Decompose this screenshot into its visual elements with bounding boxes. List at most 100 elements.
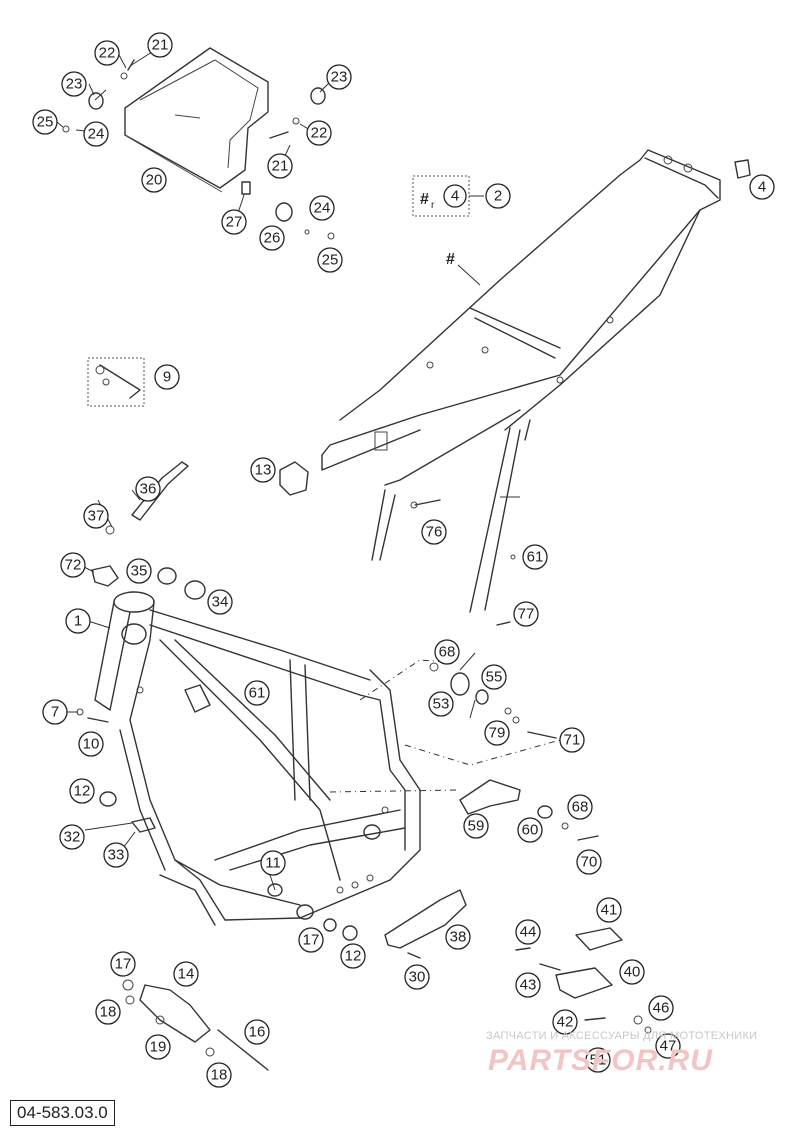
callout-7: 7 (42, 699, 68, 725)
callout-44: 44 (515, 919, 541, 945)
callout-30: 30 (404, 964, 430, 990)
callout-55: 55 (481, 664, 507, 690)
svg-text:46: 46 (653, 1000, 670, 1017)
callout-77: 77 (513, 601, 539, 627)
svg-text:68: 68 (439, 644, 456, 661)
callout-18-upper: 18 (95, 999, 121, 1025)
callout-4-set-box: 4 (443, 184, 467, 208)
svg-text:41: 41 (601, 902, 618, 919)
callout-25-top-left: 25 (32, 109, 58, 135)
svg-text:23: 23 (66, 76, 83, 93)
callout-36: 36 (135, 476, 161, 502)
svg-text:24: 24 (314, 200, 331, 217)
svg-text:40: 40 (624, 964, 641, 981)
callout-4-right: 4 (749, 174, 775, 200)
subframe-hash-label: # (446, 251, 455, 268)
callout-21-top-left: 21 (147, 32, 173, 58)
svg-text:37: 37 (88, 508, 105, 525)
svg-text:68: 68 (572, 799, 589, 816)
svg-text:2: 2 (494, 188, 502, 205)
svg-text:22: 22 (311, 125, 328, 142)
leader-lines (56, 51, 520, 891)
callout-38: 38 (445, 924, 471, 950)
svg-text:34: 34 (212, 594, 229, 611)
svg-text:17: 17 (115, 956, 132, 973)
drawing-number-label: 04-583.03.0 (10, 1100, 115, 1126)
svg-text:17: 17 (303, 932, 320, 949)
callout-33: 33 (103, 842, 129, 868)
main-frame-drawing (94, 591, 421, 926)
svg-text:79: 79 (489, 725, 506, 742)
svg-text:11: 11 (265, 855, 281, 872)
callout-11: 11 (260, 850, 286, 876)
callout-17-bottom: 17 (110, 951, 136, 977)
callout-42: 42 (552, 1009, 578, 1035)
svg-text:72: 72 (65, 557, 82, 574)
callout-23-top-left: 23 (61, 71, 87, 97)
callout-32: 32 (59, 824, 85, 850)
callout-41: 41 (596, 897, 622, 923)
svg-text:36: 36 (140, 481, 157, 498)
svg-text:26: 26 (264, 230, 281, 247)
svg-text:9: 9 (163, 369, 171, 386)
svg-text:42: 42 (557, 1014, 574, 1031)
set-box-frame: # r # (87, 175, 484, 407)
svg-text:20: 20 (146, 172, 163, 189)
svg-text:51: 51 (590, 1052, 607, 1069)
svg-text:70: 70 (581, 854, 598, 871)
set-hash-label: # (420, 191, 429, 208)
svg-text:22: 22 (99, 45, 116, 62)
svg-text:21: 21 (152, 37, 169, 54)
svg-text:76: 76 (426, 524, 443, 541)
svg-text:47: 47 (660, 1038, 677, 1055)
callout-47: 47 (655, 1033, 681, 1059)
callout-2: 2 (485, 183, 511, 209)
svg-text:55: 55 (486, 669, 503, 686)
svg-text:43: 43 (520, 977, 537, 994)
callout-14: 14 (173, 961, 199, 987)
callout-61-lower: 61 (244, 680, 270, 706)
callout-17-middle: 17 (298, 927, 324, 953)
svg-text:10: 10 (83, 736, 100, 753)
watermark-logo: PARTSFOR.RU (488, 1044, 713, 1077)
callout-21-top-right: 21 (267, 153, 293, 179)
svg-text:44: 44 (520, 924, 537, 941)
svg-text:21: 21 (272, 158, 289, 175)
svg-text:4: 4 (758, 179, 766, 196)
callout-13: 13 (250, 457, 276, 483)
rear-subframe-drawing (321, 149, 751, 613)
callout-70: 70 (576, 849, 602, 875)
svg-text:60: 60 (522, 822, 539, 839)
callout-12-middle: 12 (340, 943, 366, 969)
svg-text:12: 12 (74, 783, 91, 800)
callout-43: 43 (515, 972, 541, 998)
callout-16: 16 (244, 1019, 270, 1045)
callout-24-top-right: 24 (309, 195, 335, 221)
svg-text:7: 7 (51, 704, 59, 721)
assembly-dash-lines (329, 659, 561, 793)
svg-text:23: 23 (331, 69, 348, 86)
callout-12-left: 12 (69, 778, 95, 804)
svg-text:13: 13 (255, 462, 272, 479)
callout-34: 34 (207, 589, 233, 615)
svg-text:61: 61 (527, 549, 544, 566)
callout-23-top-right: 23 (326, 64, 352, 90)
small-parts-drawing (76, 364, 652, 1071)
svg-text:19: 19 (150, 1039, 167, 1056)
svg-text:38: 38 (450, 929, 467, 946)
callouts: 22 21 23 25 24 20 23 22 21 27 26 24 25 4… (32, 32, 775, 1088)
callout-60: 60 (517, 817, 543, 843)
svg-text:4: 4 (451, 188, 459, 205)
svg-text:12: 12 (345, 948, 362, 965)
callout-79: 79 (484, 720, 510, 746)
callout-25-top-right: 25 (317, 247, 343, 273)
callout-22-top-right: 22 (306, 120, 332, 146)
svg-text:25: 25 (322, 252, 339, 269)
callout-46: 46 (648, 995, 674, 1021)
svg-text:30: 30 (409, 969, 426, 986)
svg-text:35: 35 (131, 563, 148, 580)
callout-9: 9 (154, 364, 180, 390)
callout-1: 1 (65, 608, 91, 634)
callout-68-upper: 68 (434, 639, 460, 665)
